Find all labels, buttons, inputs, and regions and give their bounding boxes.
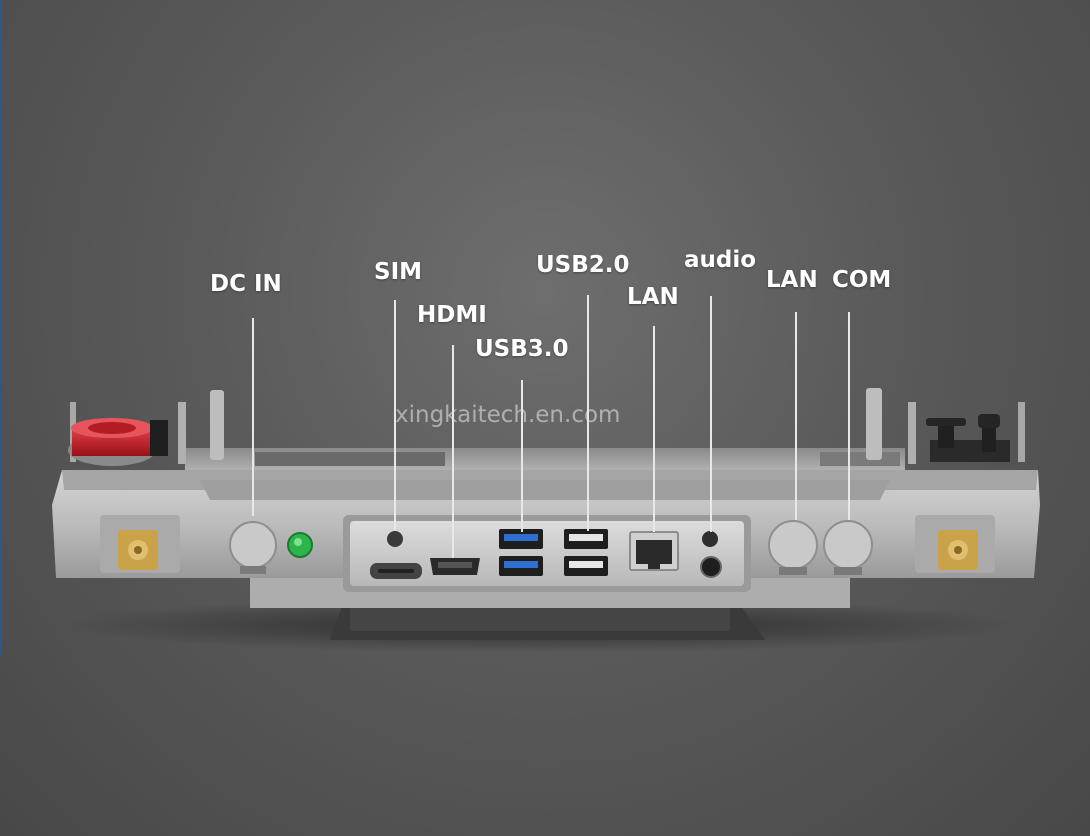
com-cap xyxy=(823,520,873,570)
label-sim: SIM xyxy=(374,259,423,285)
label-lan-1: LAN xyxy=(627,284,679,310)
leader-com xyxy=(848,312,850,520)
left-edge-strip xyxy=(0,0,2,655)
leader-usb2 xyxy=(587,295,589,531)
leader-audio xyxy=(710,296,712,532)
right-post-2 xyxy=(908,402,916,464)
label-usb2: USB2.0 xyxy=(536,252,630,278)
label-dc-in: DC IN xyxy=(210,271,282,297)
lan-cap xyxy=(768,520,818,570)
audio-jack xyxy=(700,556,722,578)
left-post-2 xyxy=(178,402,186,464)
right-post-3 xyxy=(1018,402,1025,462)
label-audio: audio xyxy=(684,247,757,273)
label-usb3: USB3.0 xyxy=(475,336,569,362)
watermark: xingkaitech.en.com xyxy=(395,402,621,428)
leader-dc-in xyxy=(252,318,254,516)
leader-lan2 xyxy=(795,312,797,520)
sim-eject-hole xyxy=(387,531,403,547)
right-post-1 xyxy=(866,388,882,460)
dc-in-cap xyxy=(229,521,277,569)
label-lan-2: LAN xyxy=(766,267,818,293)
leader-lan1 xyxy=(653,326,655,532)
label-com: COM xyxy=(832,267,892,293)
label-hdmi: HDMI xyxy=(417,302,487,328)
leader-sim xyxy=(394,300,396,530)
left-post-3 xyxy=(210,390,224,460)
leader-hdmi xyxy=(452,345,454,558)
leader-usb3 xyxy=(521,380,523,532)
audio-indicator xyxy=(702,531,718,547)
